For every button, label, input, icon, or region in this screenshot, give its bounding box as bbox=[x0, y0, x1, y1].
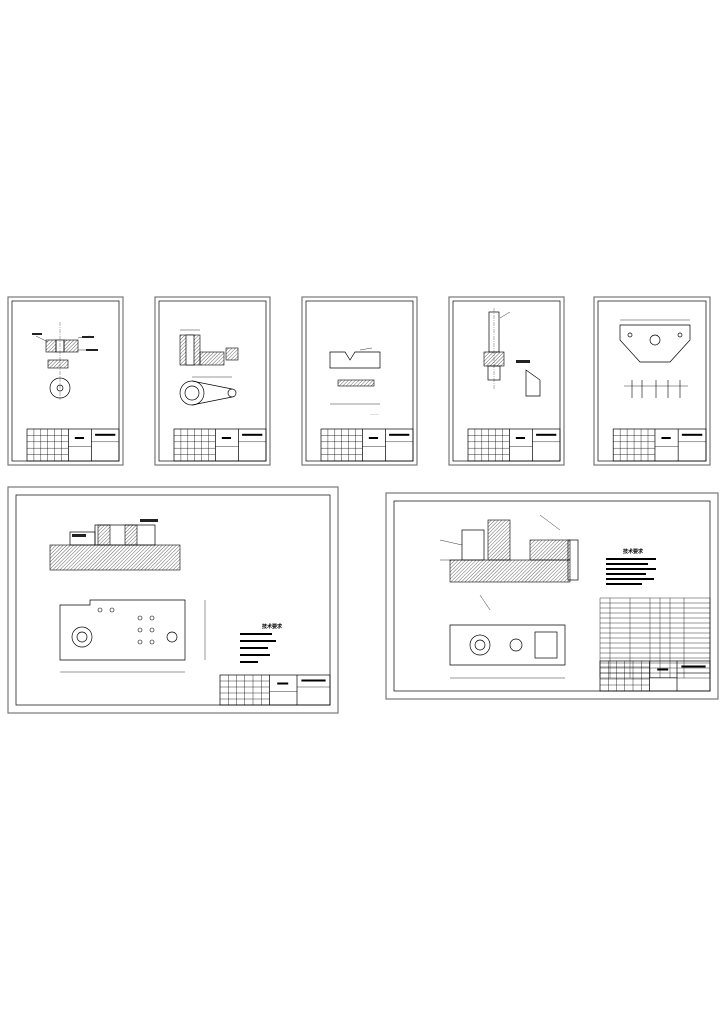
sheet-border bbox=[7, 296, 124, 466]
sheet-border bbox=[448, 296, 565, 466]
title-block bbox=[219, 674, 331, 706]
drawing-frame bbox=[15, 494, 331, 706]
drawing-frame bbox=[393, 500, 711, 692]
drawing-frame bbox=[158, 300, 267, 462]
parts-list bbox=[599, 597, 711, 679]
notes-heading: 技术要求 bbox=[623, 548, 644, 555]
part-drawing-3: ......... bbox=[329, 347, 381, 416]
sheet-border bbox=[7, 486, 339, 714]
sheet-border bbox=[593, 296, 711, 466]
svg-text:.........: ......... bbox=[370, 412, 379, 416]
assembly-sheet bbox=[385, 492, 719, 700]
title-block bbox=[599, 660, 711, 692]
title-block bbox=[173, 428, 267, 462]
assembly-drawing: 技术要求 bbox=[439, 514, 656, 679]
part-drawing-1 bbox=[32, 322, 98, 400]
drawing-frame bbox=[452, 300, 561, 462]
base-plate-sheet bbox=[7, 486, 339, 714]
sheet-border bbox=[301, 296, 418, 466]
title-block bbox=[320, 428, 414, 462]
part-drawing-5 bbox=[619, 319, 691, 398]
base-plate-drawing: 技术要求 bbox=[49, 519, 283, 673]
part-sheet-4 bbox=[448, 296, 565, 466]
part-sheet-3 bbox=[301, 296, 418, 466]
part-sheet-2 bbox=[154, 296, 271, 466]
part-sheet-5 bbox=[593, 296, 711, 466]
notes-heading: 技术要求 bbox=[262, 623, 283, 630]
part-drawing-2 bbox=[179, 329, 239, 406]
title-block bbox=[467, 428, 561, 462]
sheet-border bbox=[385, 492, 719, 700]
sheet-border bbox=[154, 296, 271, 466]
part-sheet-1 bbox=[7, 296, 124, 466]
part-drawing-4 bbox=[483, 308, 541, 397]
title-block bbox=[612, 428, 707, 462]
drawing-frame bbox=[11, 300, 120, 462]
title-block bbox=[26, 428, 120, 462]
